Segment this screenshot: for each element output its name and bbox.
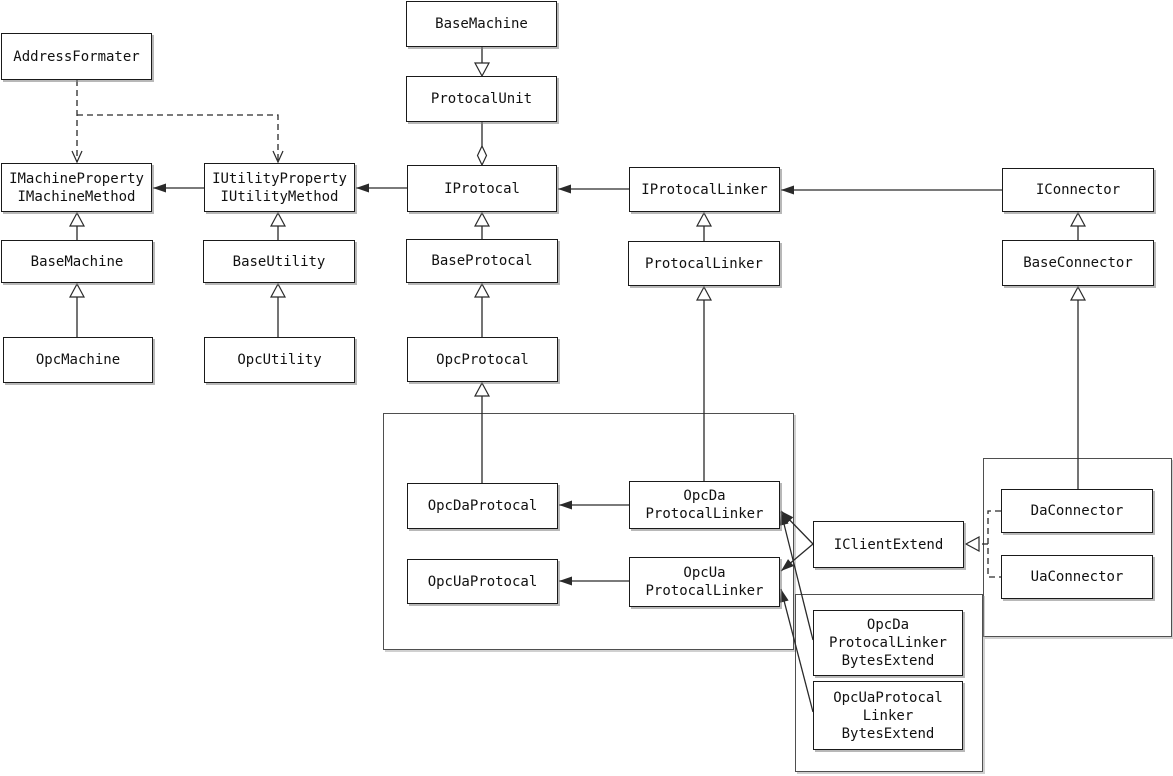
generalization-arrowhead — [1069, 285, 1087, 301]
opc-da-protocal-box: OpcDaProtocal — [407, 483, 558, 529]
opc-ua-protocal-box: OpcUaProtocal — [407, 559, 558, 604]
association-arrowhead — [558, 184, 571, 194]
protocal-linker-box: ProtocalLinker — [628, 241, 780, 286]
i-machine-property-box: IMachineProperty IMachineMethod — [1, 163, 152, 212]
address-formater-box: AddressFormater — [1, 33, 152, 80]
base-machine-left-box: BaseMachine — [1, 240, 153, 283]
i-protocal-box: IProtocal — [407, 165, 557, 212]
opc-ua-protocal-linker-box: OpcUa ProtocalLinker — [629, 557, 780, 607]
generalization-arrowhead — [473, 62, 491, 78]
opc-protocal-box: OpcProtocal — [407, 337, 558, 382]
generalization-arrowhead — [68, 282, 86, 298]
generalization-arrowhead — [68, 211, 86, 227]
ua-connector-box: UaConnector — [1001, 555, 1153, 599]
base-utility-box: BaseUtility — [203, 240, 355, 283]
generalization-arrowhead — [269, 282, 287, 298]
aggregation-arrowhead — [476, 144, 488, 167]
opc-utility-box: OpcUtility — [204, 337, 355, 383]
realization-arrowhead — [964, 535, 980, 553]
association-arrowhead — [356, 183, 369, 193]
generalization-arrowhead — [269, 211, 287, 227]
connector-group-frame — [983, 458, 1172, 637]
base-machine-top-box: BaseMachine — [406, 1, 557, 47]
generalization-arrowhead — [695, 285, 713, 301]
i-utility-property-box: IUtilityProperty IUtilityMethod — [204, 163, 355, 212]
da-connector-box: DaConnector — [1001, 489, 1153, 533]
opc-ua-protocal-linker-bytes-extend-box: OpcUaProtocal Linker BytesExtend — [813, 681, 963, 750]
base-connector-box: BaseConnector — [1002, 240, 1154, 286]
dependency-arrowhead — [272, 150, 284, 164]
i-client-extend-box: IClientExtend — [813, 521, 964, 568]
protocal-unit-box: ProtocalUnit — [406, 76, 557, 122]
opc-machine-box: OpcMachine — [3, 337, 153, 383]
opc-da-protocal-linker-box: OpcDa ProtocalLinker — [629, 481, 780, 529]
dependency-arrowhead — [71, 150, 83, 164]
opc-da-protocal-linker-bytes-extend-box: OpcDa ProtocalLinker BytesExtend — [813, 610, 963, 676]
base-protocal-box: BaseProtocal — [406, 239, 558, 283]
i-connector-box: IConnector — [1002, 168, 1154, 212]
association-arrowhead — [781, 185, 794, 195]
i-protocal-linker-box: IProtocalLinker — [629, 167, 780, 212]
opc-protocal-group-frame — [383, 413, 794, 650]
association-arrowhead — [153, 183, 166, 193]
generalization-arrowhead — [473, 211, 491, 227]
generalization-arrowhead — [473, 381, 491, 397]
generalization-arrowhead — [473, 282, 491, 298]
generalization-arrowhead — [1069, 211, 1087, 227]
generalization-arrowhead — [695, 211, 713, 227]
